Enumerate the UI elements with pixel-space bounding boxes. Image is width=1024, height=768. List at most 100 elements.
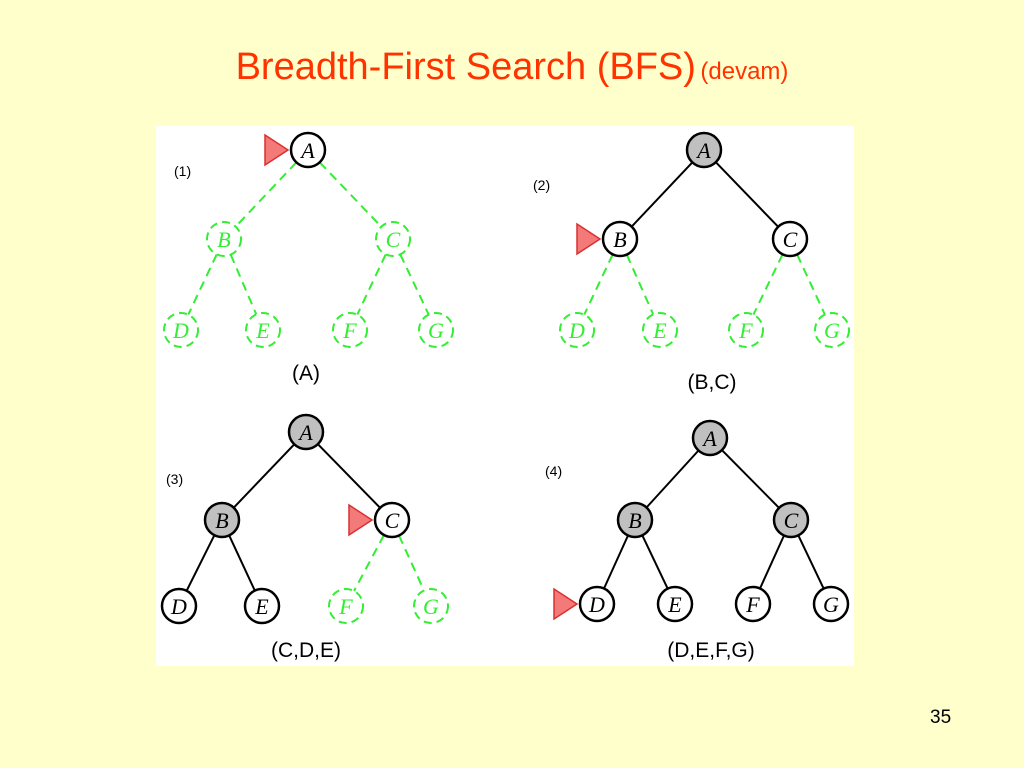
node-label-d: D [172, 318, 189, 343]
step-label: (1) [174, 163, 191, 179]
node-label-b: B [613, 227, 626, 252]
queue-caption: (C,D,E) [271, 639, 341, 662]
queue-caption: (A) [292, 362, 320, 385]
node-label-d: D [170, 594, 187, 619]
page-number: 35 [930, 707, 952, 728]
node-f [734, 585, 772, 623]
edge-b-d [187, 253, 218, 316]
node-label-f: F [745, 592, 760, 617]
node-label-d: D [588, 592, 605, 617]
bfs-panel-3: A B C D E F G (3) (C,D,E) [160, 413, 449, 662]
node-label-f: F [342, 318, 357, 343]
edge-c-f [353, 534, 385, 592]
bfs-panel-2: A B C D E F G (2) (B,C) [533, 131, 850, 394]
current-node-marker [264, 133, 290, 167]
node-a [289, 131, 327, 169]
bfs-figure: A B C D E F G (1) (A) A B C D E F G (2) (B,C) A B C D E F G (3) (C… [156, 126, 854, 666]
node-label-c: C [386, 227, 401, 252]
node-label-c: C [784, 508, 799, 533]
current-node-marker [348, 503, 374, 537]
node-d [578, 585, 616, 623]
node-e [245, 312, 281, 348]
edge-b-e [228, 534, 256, 592]
node-g [812, 585, 850, 623]
title-subtitle: (devam) [700, 58, 789, 85]
node-d [163, 312, 199, 348]
node-label-g: G [823, 592, 839, 617]
node-g [413, 588, 449, 624]
node-label-f: F [738, 318, 753, 343]
edge-c-f [759, 535, 785, 589]
edge-b-e [641, 534, 669, 590]
edge-a-c [317, 443, 381, 509]
step-label: (4) [545, 463, 562, 479]
current-node-marker [553, 587, 579, 621]
node-b [616, 501, 654, 539]
node-label-a: A [701, 426, 717, 451]
edge-a-b [232, 443, 296, 509]
node-label-a: A [299, 138, 315, 163]
edge-c-g [398, 535, 425, 591]
node-label-d: D [568, 318, 585, 343]
edge-a-c [318, 161, 383, 228]
node-c [772, 501, 810, 539]
node-d [559, 312, 595, 348]
edge-a-b [645, 449, 700, 509]
step-label: (2) [533, 177, 550, 193]
edge-b-d [185, 534, 216, 592]
node-label-a: A [297, 420, 313, 445]
step-label: (3) [166, 471, 183, 487]
node-e [642, 312, 678, 348]
node-a [287, 413, 325, 451]
node-a [691, 419, 729, 457]
node-f [728, 312, 764, 348]
node-c [375, 221, 411, 257]
edge-c-f [356, 253, 387, 316]
node-a [685, 131, 723, 169]
node-label-c: C [783, 227, 798, 252]
bfs-diagram: A B C D E F G (1) (A) A B C D E F G (2) (B,C) A B C D E F G (3) (C… [160, 131, 850, 662]
node-label-a: A [695, 138, 711, 163]
node-label-g: G [824, 318, 840, 343]
queue-caption: (D,E,F,G) [667, 639, 755, 662]
edge-c-g [796, 253, 826, 316]
edge-b-e [229, 254, 258, 315]
node-f [328, 588, 364, 624]
node-b [601, 220, 639, 258]
node-d [160, 587, 198, 625]
node-label-b: B [215, 508, 228, 533]
node-c [373, 501, 411, 539]
bfs-panel-1: A B C D E F G (1) (A) [163, 131, 454, 385]
node-label-b: B [628, 508, 641, 533]
edge-c-g [399, 253, 430, 316]
node-g [814, 312, 850, 348]
node-label-b: B [217, 227, 230, 252]
edge-a-c [715, 161, 779, 228]
edge-a-b [234, 161, 298, 228]
edge-c-g [797, 534, 825, 590]
node-label-g: G [423, 594, 439, 619]
node-g [418, 312, 454, 348]
slide-title: Breadth-First Search (BFS) (devam) [0, 46, 1024, 89]
edge-b-e [625, 254, 655, 315]
node-f [332, 312, 368, 348]
node-label-e: E [255, 318, 270, 343]
node-c [771, 220, 809, 258]
node-label-c: C [385, 508, 400, 533]
edge-a-b [630, 161, 694, 228]
queue-caption: (B,C) [688, 371, 737, 394]
bfs-panel-4: A B C D E F G (4) (D,E,F,G) [545, 419, 850, 662]
node-label-e: E [254, 594, 269, 619]
node-label-e: E [652, 318, 667, 343]
node-label-g: G [428, 318, 444, 343]
edge-b-d [583, 253, 614, 316]
edge-c-f [752, 253, 784, 316]
current-node-marker [576, 222, 602, 256]
node-label-e: E [667, 592, 682, 617]
node-b [206, 221, 242, 257]
node-label-f: F [338, 594, 353, 619]
node-e [656, 585, 694, 623]
node-e [243, 587, 281, 625]
edge-b-d [603, 535, 629, 589]
edge-a-c [721, 449, 780, 509]
